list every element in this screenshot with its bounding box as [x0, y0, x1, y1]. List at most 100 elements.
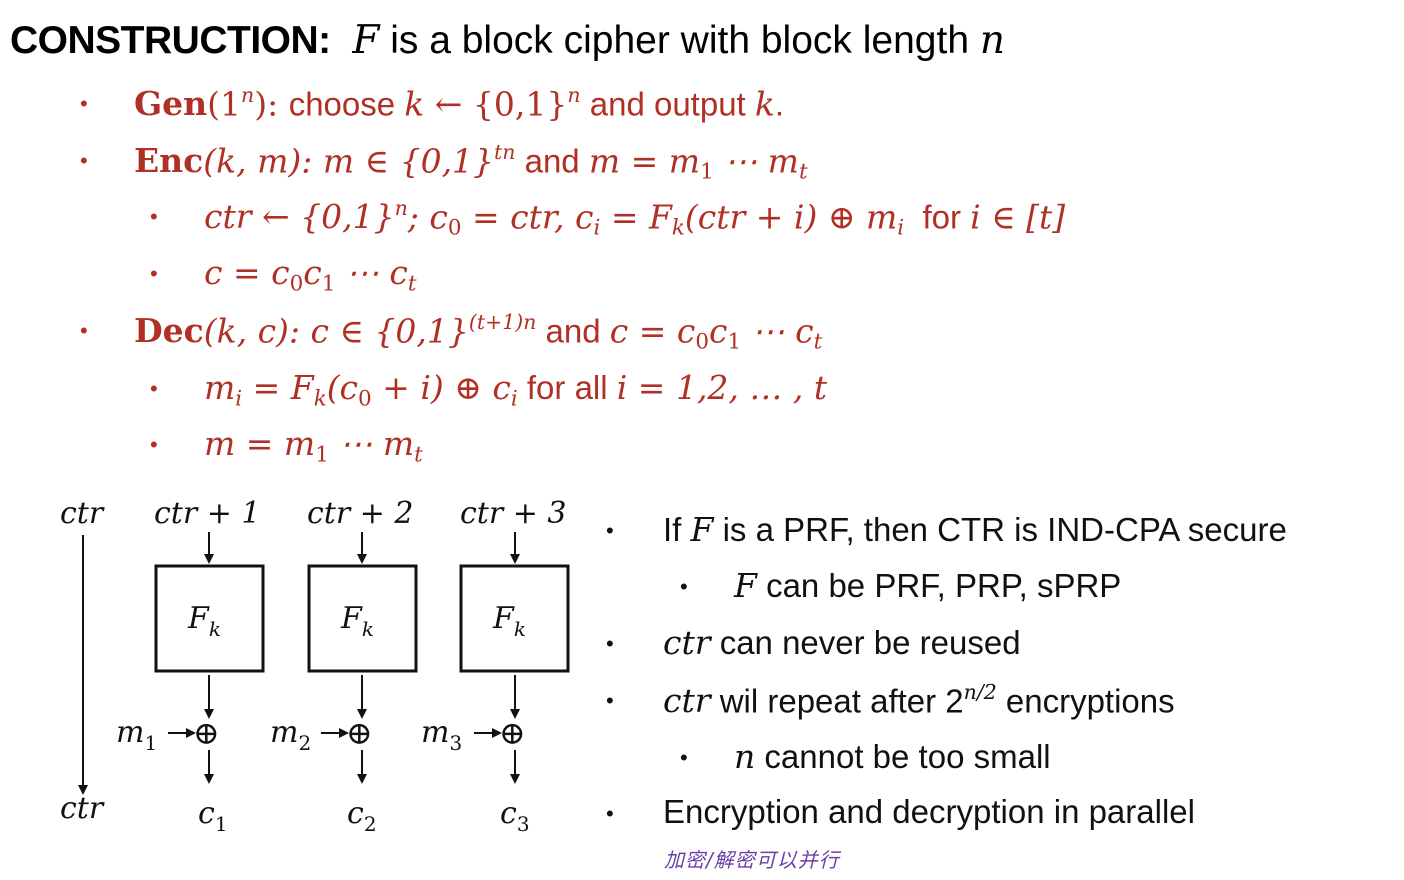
xor-icon: ⊕ — [499, 714, 526, 752]
dec-s1-si: i — [235, 386, 243, 412]
enc-s2-st: t — [407, 271, 417, 297]
dec-s1-pre: m — [204, 368, 236, 407]
bullet: • — [150, 432, 158, 457]
enc-s1-mid: ; c — [407, 197, 448, 237]
gen-arg-sup: n — [241, 83, 255, 107]
note-3-text: can never be reused — [710, 624, 1021, 661]
block-1-box — [154, 564, 265, 673]
bullet: • — [606, 688, 614, 713]
enc-s2-s1: 1 — [321, 271, 336, 297]
dec-s1: 1 — [727, 329, 742, 355]
enc-name: Enc — [134, 141, 204, 181]
dec-s1-mid2: (c — [326, 368, 359, 407]
dec-s1-si2: i — [510, 386, 518, 412]
bullet: • — [80, 148, 88, 173]
enc-s2-s0: 0 — [289, 271, 304, 297]
gen-text2: and output — [580, 85, 755, 123]
enc-s2-pre: c = c — [204, 253, 290, 292]
title-label: CONSTRUCTION: — [10, 19, 331, 62]
dec-s2-pre: m = m — [204, 424, 316, 463]
gen-sup: n — [567, 83, 581, 107]
block-3: ctr + 3 Fk m3 ⊕ c3 — [421, 496, 570, 836]
enc-s1-sk: k — [671, 215, 685, 241]
note-5-var: n — [734, 737, 756, 776]
note-4-text2: encryptions — [996, 682, 1175, 720]
block-1: ctr + 1 Fk m1 ⊕ c1 — [116, 496, 265, 836]
block-1-out: c1 — [198, 796, 228, 836]
dec-name: Dec — [134, 311, 204, 351]
note-4-sup: n/2 — [963, 680, 997, 704]
note-6: • Encryption and decryption in parallel — [606, 793, 1195, 831]
dec-c-in: c ∈ {0,1} — [310, 311, 469, 351]
note-5-text: cannot be too small — [755, 738, 1051, 775]
gen-arg: (1 — [207, 84, 242, 124]
note-2-text: can be PRF, PRP, sPRP — [756, 567, 1122, 604]
slide-title: CONSTRUCTION: F is a block cipher with b… — [10, 18, 1005, 63]
gen-dot: . — [774, 85, 785, 123]
enc-and: and — [515, 142, 589, 180]
note-4-text: wil repeat after 2 — [710, 682, 964, 720]
dec-s1-s0: 0 — [358, 386, 372, 412]
dec-s1-mid: = F — [242, 368, 314, 407]
block-2-box — [307, 564, 418, 673]
title-text: is a block cipher with block length — [379, 19, 980, 62]
dec-args: (k, c): — [203, 311, 311, 351]
dec-s1-mid3: + i) ⊕ c — [371, 368, 511, 407]
dec-s1-tail: i = 1,2, … , t — [616, 368, 828, 407]
bullet: • — [80, 318, 88, 343]
enc-sup: tn — [494, 140, 516, 164]
block-2-func: Fk — [340, 601, 374, 641]
bullet: • — [680, 745, 688, 770]
dec-sup: (t+1)n — [468, 310, 537, 334]
dec-s1-sk: k — [313, 386, 327, 412]
dec-s0: 0 — [695, 329, 710, 355]
ctr-bottom-label: ctr — [60, 791, 105, 826]
note-4-var: ctr — [663, 681, 711, 721]
dec-s2-s1: 1 — [315, 442, 329, 468]
block-2-input: ctr + 2 — [307, 496, 414, 531]
ctr-mode-diagram: ctr ctr ctr + 1 Fk m1 ⊕ c1 ctr + 2 Fk m2… — [60, 496, 570, 836]
title-var-n: n — [979, 18, 1005, 63]
enc-sub1: 1 — [700, 159, 714, 185]
dec-s1-for: for all — [517, 369, 617, 406]
enc-eq: m = m — [588, 141, 701, 181]
title-var-F: F — [352, 18, 380, 63]
dec-sub-item-1: • mi = Fk(c0 + i) ⊕ ci for all i = 1,2, … — [150, 368, 827, 411]
note-4: • ctr wil repeat after 2n/2 encryptions — [606, 680, 1175, 720]
block-2: ctr + 2 Fk m2 ⊕ c2 — [270, 496, 418, 836]
enc-s1-mid4: (ctr + i) ⊕ m — [684, 197, 898, 237]
block-3-box — [459, 564, 570, 673]
enc-s1-si2: i — [897, 215, 905, 241]
note-1-pre: If — [663, 511, 691, 548]
bullet: • — [80, 91, 88, 116]
xor-icon: ⊕ — [193, 714, 220, 752]
enc-sub-item-1: • ctr ← {0,1}n; c0 = ctr, ci = Fk(ctr + … — [150, 196, 1065, 241]
dec-st: t — [813, 329, 823, 355]
xor-icon: ⊕ — [346, 714, 373, 752]
handwritten-annotation: 加密/解密可以并行 — [664, 848, 840, 872]
gen-arrow: ← {0,1} — [424, 84, 568, 124]
dec-eq: c = c — [609, 311, 696, 351]
block-3-msg: m3 — [421, 715, 462, 755]
dec-c1: c — [709, 311, 728, 351]
bullet: • — [606, 631, 614, 656]
bullet: • — [680, 574, 688, 599]
enc-s1-sup: n — [394, 196, 408, 220]
enc-subt: t — [798, 159, 808, 185]
note-3: • ctr can never be reused — [606, 623, 1021, 662]
enc-args: (k, m): — [203, 141, 323, 181]
dec-line: • Dec(k, c): c ∈ {0,1}(t+1)n and c = c0c… — [80, 310, 822, 355]
enc-s1-pre: ctr ← {0,1} — [204, 197, 395, 237]
block-1-msg: m1 — [116, 715, 157, 755]
gen-line: • Gen(1n): choose k ← {0,1}n and output … — [80, 83, 784, 123]
dec-and: and — [536, 312, 610, 350]
block-2-out: c2 — [347, 796, 377, 836]
block-3-func: Fk — [492, 601, 526, 641]
bullet: • — [150, 204, 158, 229]
block-3-input: ctr + 3 — [460, 496, 567, 531]
enc-m-in: m ∈ {0,1} — [322, 141, 495, 181]
gen-name: Gen — [134, 84, 208, 124]
note-2-var: F — [734, 566, 757, 605]
dec-s2-mid: ⋯ m — [328, 424, 415, 463]
enc-sub-item-2: • c = c0c1 ⋯ ct — [150, 253, 416, 296]
